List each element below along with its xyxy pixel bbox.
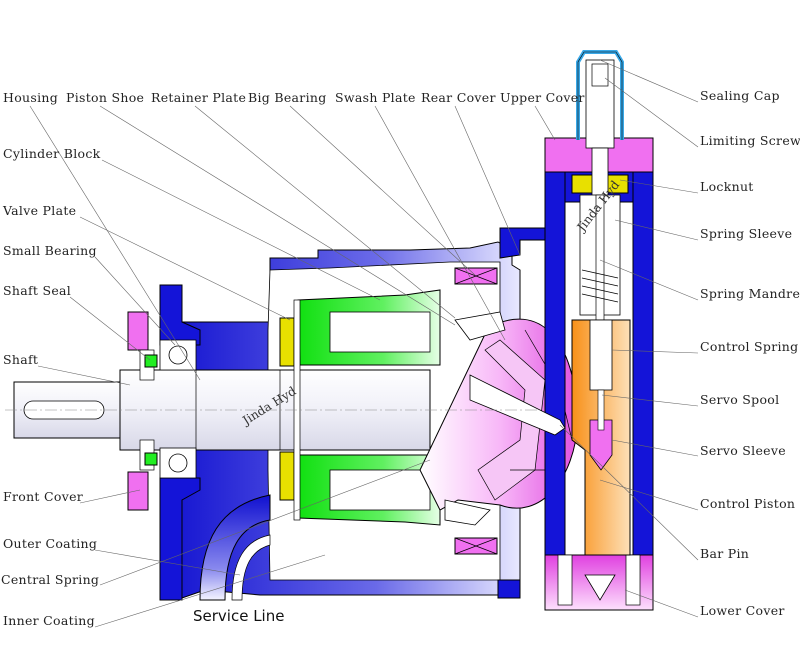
label-retainer-plate: Retainer Plate	[151, 90, 246, 105]
label-upper-cover: Upper Cover	[500, 90, 585, 105]
left-labels: Cylinder Block Valve Plate Small Bearing…	[1, 146, 101, 628]
label-swash-plate: Swash Plate	[335, 90, 416, 105]
shaft-seal	[144, 354, 158, 466]
label-outer-coating: Outer Coating	[3, 536, 97, 551]
top-labels: Housing Piston Shoe Retainer Plate Big B…	[3, 90, 585, 105]
label-rear-cover: Rear Cover	[421, 90, 496, 105]
label-shaft-seal: Shaft Seal	[3, 283, 71, 298]
label-piston-shoe: Piston Shoe	[66, 90, 144, 105]
label-control-piston: Control Piston	[700, 496, 795, 511]
label-servo-sleeve: Servo Sleeve	[700, 443, 786, 458]
label-spring-sleeve: Spring Sleeve	[700, 226, 792, 241]
label-housing: Housing	[3, 90, 58, 105]
label-inner-coating: Inner Coating	[3, 613, 95, 628]
label-shaft: Shaft	[3, 352, 38, 367]
label-central-spring: Central Spring	[1, 572, 99, 587]
label-front-cover: Front Cover	[3, 489, 83, 504]
label-bar-pin: Bar Pin	[700, 546, 749, 561]
label-cylinder-block: Cylinder Block	[3, 146, 101, 161]
cylinder-block	[297, 289, 441, 526]
label-valve-plate: Valve Plate	[2, 203, 76, 218]
label-locknut: Locknut	[700, 179, 754, 194]
label-small-bearing: Small Bearing	[3, 243, 97, 258]
label-servo-spool: Servo Spool	[700, 392, 779, 407]
big-bearing	[454, 267, 498, 555]
label-big-bearing: Big Bearing	[248, 90, 327, 105]
label-sealing-cap: Sealing Cap	[700, 88, 780, 103]
swash-plate	[419, 311, 579, 526]
service-line-label: Service Line	[193, 607, 284, 625]
leader-lines	[29, 59, 699, 628]
label-limiting-screw: Limiting Screw	[700, 133, 800, 148]
label-lower-cover: Lower Cover	[700, 603, 785, 618]
label-spring-mandrel: Spring Mandrel	[700, 286, 800, 301]
label-control-spring: Control Spring	[700, 339, 798, 354]
bar-pin	[469, 374, 566, 436]
control-piston	[571, 319, 631, 556]
right-labels: Sealing Cap Limiting Screw Locknut Sprin…	[700, 88, 800, 618]
